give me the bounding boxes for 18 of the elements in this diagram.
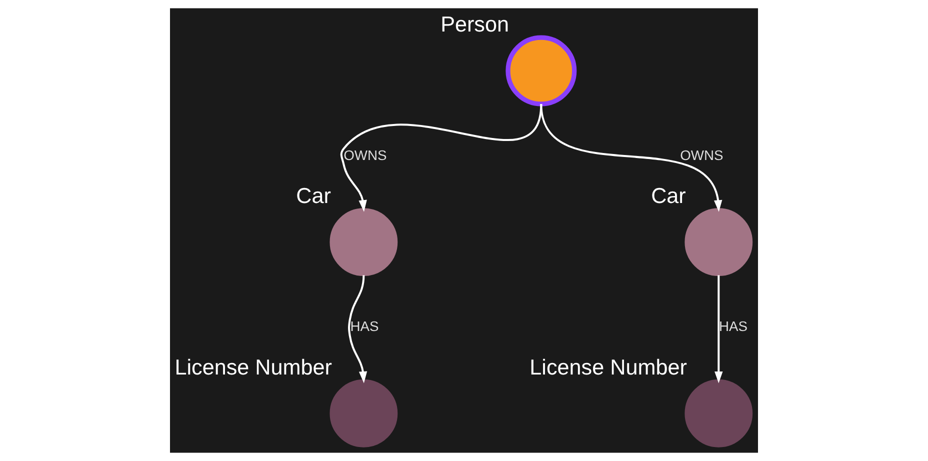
node-circle [684, 379, 753, 448]
arrow [714, 275, 723, 384]
node-label: Car [296, 183, 331, 208]
node-label: License Number [174, 354, 332, 380]
node-label: License Number [530, 354, 687, 380]
node-label: Car [651, 183, 686, 208]
edge-label: OWNS [680, 146, 724, 163]
edge-label: HAS [719, 318, 748, 334]
arrow [340, 104, 542, 212]
node-circle [330, 379, 398, 448]
edge-label: HAS [350, 318, 379, 334]
node-circle [330, 208, 398, 276]
arrow [540, 104, 722, 212]
node-circle [684, 208, 753, 276]
edge-label: OWNS [344, 146, 387, 163]
node-circle [506, 35, 577, 106]
arrow [348, 275, 368, 384]
node-label: Person [440, 12, 510, 37]
